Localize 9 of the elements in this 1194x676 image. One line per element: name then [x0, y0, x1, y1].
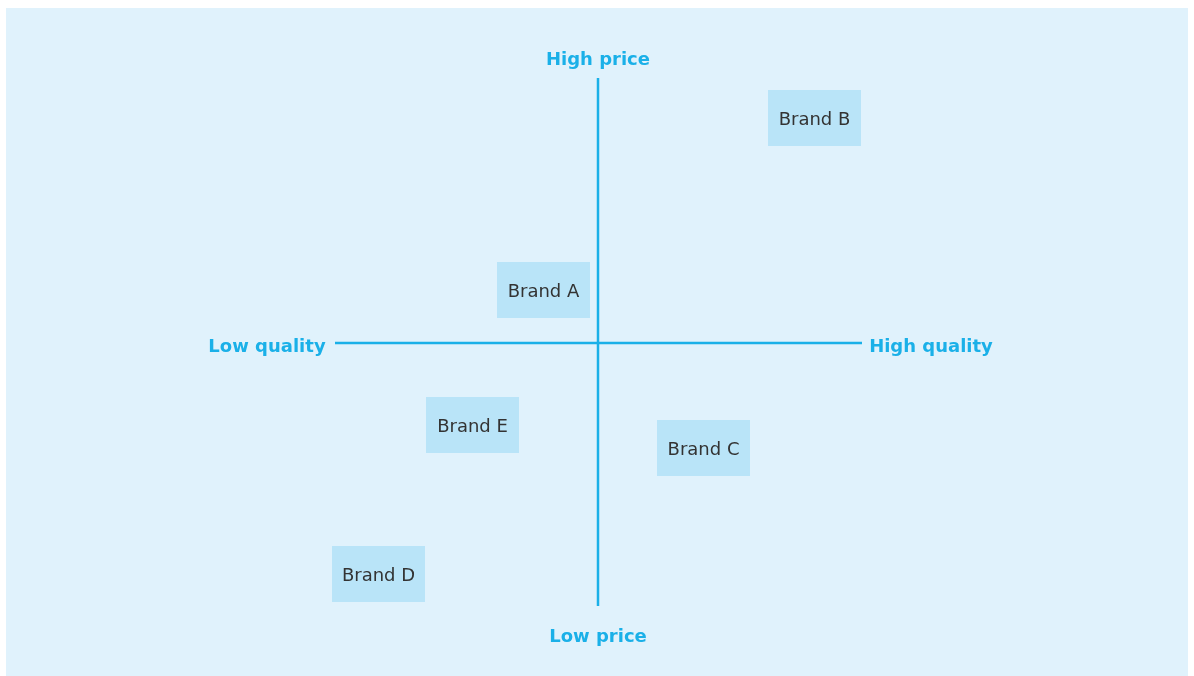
- axis-label: Low quality: [208, 334, 326, 356]
- brand-box: Brand A: [497, 262, 590, 318]
- brand-box: Brand C: [657, 420, 750, 476]
- brand-box: Brand D: [332, 546, 425, 602]
- axis-label: High price: [546, 47, 650, 69]
- brand-box: Brand B: [768, 90, 861, 146]
- brand-box: Brand E: [426, 397, 519, 453]
- axis-label: High quality: [869, 334, 993, 356]
- axis-label: Low price: [549, 624, 647, 646]
